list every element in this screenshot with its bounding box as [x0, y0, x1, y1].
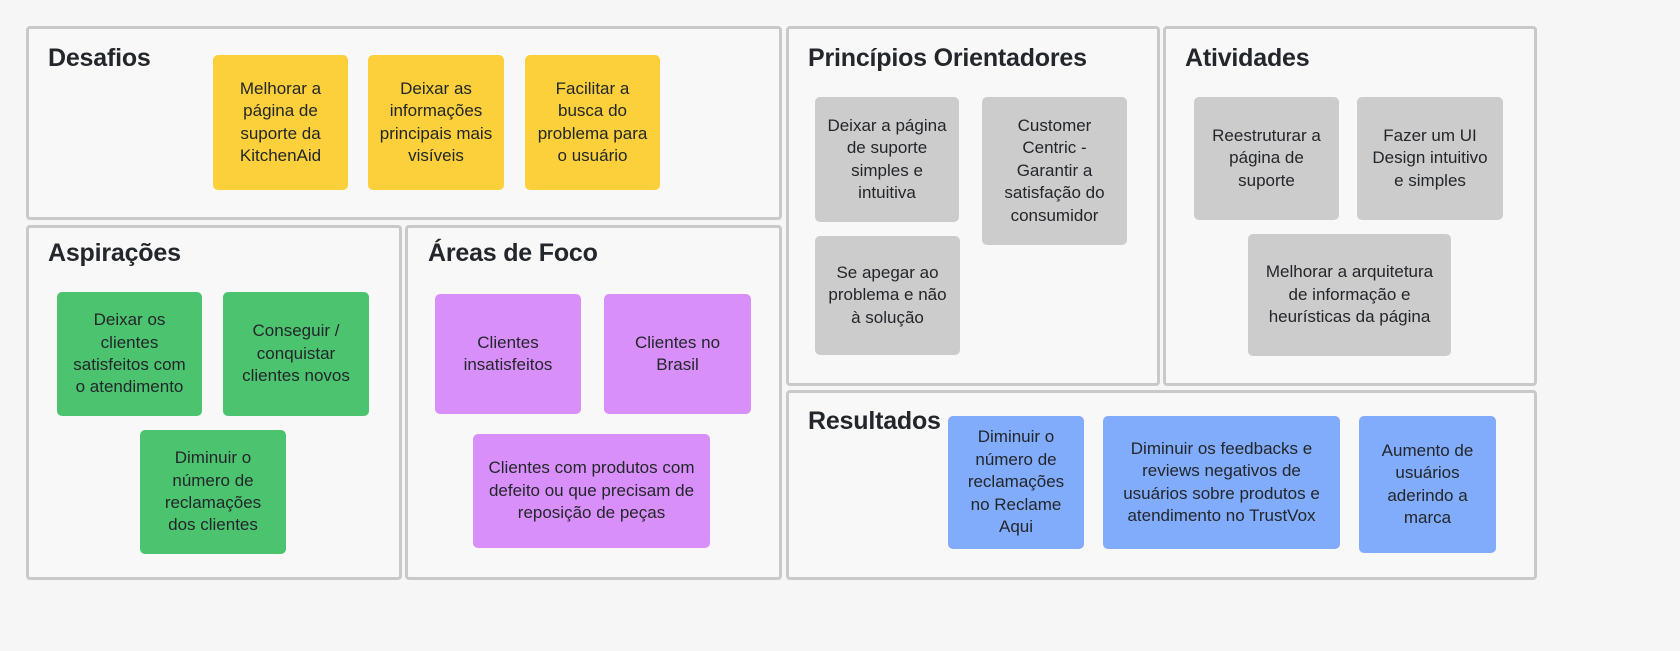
sticky-card-atividades-2[interactable]: Melhorar a arquitetura de informação e h…: [1248, 234, 1451, 356]
sticky-card-desafios-1[interactable]: Deixar as informações principais mais vi…: [368, 55, 504, 190]
sticky-card-aspiracoes-0[interactable]: Deixar os clientes satisfeitos com o ate…: [57, 292, 202, 416]
sticky-card-resultados-1[interactable]: Diminuir os feedbacks e reviews negativo…: [1103, 416, 1340, 549]
panel-title-aspiracoes: Aspirações: [48, 239, 181, 267]
sticky-card-desafios-2[interactable]: Facilitar a busca do problema para o usu…: [525, 55, 660, 190]
sticky-card-atividades-0[interactable]: Reestruturar a página de suporte: [1194, 97, 1339, 220]
sticky-card-areas-de-foco-1[interactable]: Clientes no Brasil: [604, 294, 751, 414]
sticky-card-areas-de-foco-2[interactable]: Clientes com produtos com defeito ou que…: [473, 434, 710, 548]
sticky-card-areas-de-foco-0[interactable]: Clientes insatisfeitos: [435, 294, 581, 414]
sticky-card-desafios-0[interactable]: Melhorar a página de suporte da KitchenA…: [213, 55, 348, 190]
panel-title-atividades: Atividades: [1185, 44, 1310, 72]
sticky-card-resultados-0[interactable]: Diminuir o número de reclamações no Recl…: [948, 416, 1084, 549]
panel-title-areas-de-foco: Áreas de Foco: [428, 239, 598, 267]
panel-title-principios-orientadores: Princípios Orientadores: [808, 44, 1087, 72]
sticky-card-principios-0[interactable]: Deixar a página de suporte simples e int…: [815, 97, 959, 222]
panel-title-desafios: Desafios: [48, 44, 151, 72]
sticky-card-aspiracoes-1[interactable]: Conseguir / conquistar clientes novos: [223, 292, 369, 416]
sticky-card-principios-2[interactable]: Se apegar ao problema e não à solução: [815, 236, 960, 355]
sticky-card-resultados-2[interactable]: Aumento de usuários aderindo a marca: [1359, 416, 1496, 553]
sticky-card-principios-1[interactable]: Customer Centric - Garantir a satisfação…: [982, 97, 1127, 245]
panel-title-resultados: Resultados: [808, 407, 941, 435]
sticky-card-atividades-1[interactable]: Fazer um UI Design intuitivo e simples: [1357, 97, 1503, 220]
sticky-card-aspiracoes-2[interactable]: Diminuir o número de reclamações dos cli…: [140, 430, 286, 554]
